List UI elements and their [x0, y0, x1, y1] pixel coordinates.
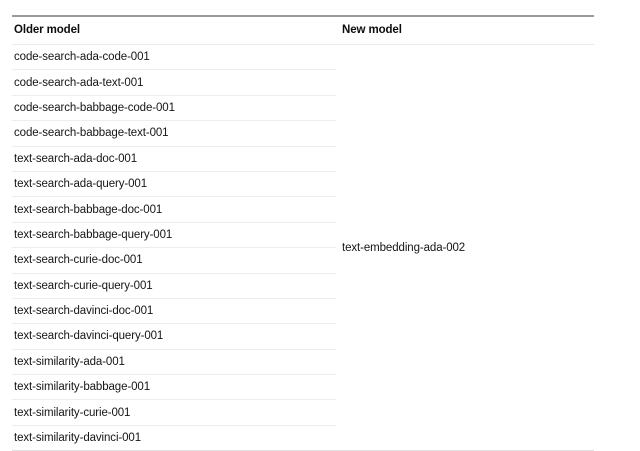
older-model-cell: text-search-babbage-doc-001 [12, 196, 336, 223]
new-model-cell: text-embedding-ada-002 [336, 44, 594, 451]
older-model-cell: code-search-babbage-text-001 [12, 120, 336, 147]
table-row: text-search-babbage-doc-001 [12, 196, 594, 223]
older-model-cell: text-search-davinci-doc-001 [12, 298, 336, 325]
older-model-cell: text-similarity-curie-001 [12, 399, 336, 426]
table-row: text-similarity-curie-001 [12, 399, 594, 426]
table-row: text-search-davinci-query-001 [12, 323, 594, 350]
older-model-cell: text-search-curie-doc-001 [12, 247, 336, 274]
older-model-cell: text-similarity-davinci-001 [12, 425, 336, 451]
older-model-cell: code-search-babbage-code-001 [12, 95, 336, 122]
older-model-cell: text-search-curie-query-001 [12, 273, 336, 299]
older-model-cell: code-search-ada-code-001 [12, 44, 336, 71]
older-model-cell: text-search-ada-doc-001 [12, 146, 336, 172]
older-model-cell: text-similarity-babbage-001 [12, 374, 336, 401]
table-row: text-search-davinci-doc-001 [12, 298, 594, 325]
column-header-older-model: Older model [12, 16, 336, 45]
table-row: text-search-curie-doc-001 [12, 247, 594, 274]
table-row: text-search-ada-doc-001 [12, 146, 594, 172]
table-header: Older model New model [12, 16, 594, 45]
table-row: code-search-babbage-text-001 [12, 120, 594, 147]
table-row: text-search-babbage-query-001 [12, 222, 594, 249]
older-model-cell: code-search-ada-text-001 [12, 69, 336, 96]
header-row: Older model New model [12, 16, 594, 45]
table-body: code-search-ada-code-001 text-embedding-… [12, 44, 594, 451]
table-row: text-similarity-babbage-001 [12, 374, 594, 401]
table-row: text-similarity-ada-001 [12, 349, 594, 376]
model-mapping-table: Older model New model code-search-ada-co… [12, 15, 594, 451]
older-model-cell: text-search-babbage-query-001 [12, 222, 336, 249]
page-root: Older model New model code-search-ada-co… [12, 15, 594, 451]
older-model-cell: text-similarity-ada-001 [12, 349, 336, 376]
older-model-cell: text-search-ada-query-001 [12, 171, 336, 198]
older-model-cell: text-search-davinci-query-001 [12, 323, 336, 350]
table-row: text-search-curie-query-001 [12, 273, 594, 299]
table-row: code-search-ada-code-001 text-embedding-… [12, 44, 594, 451]
column-header-new-model: New model [336, 16, 594, 45]
table-row: code-search-babbage-code-001 [12, 95, 594, 122]
table-row: code-search-ada-text-001 [12, 69, 594, 96]
table-row: text-search-ada-query-001 [12, 171, 594, 198]
